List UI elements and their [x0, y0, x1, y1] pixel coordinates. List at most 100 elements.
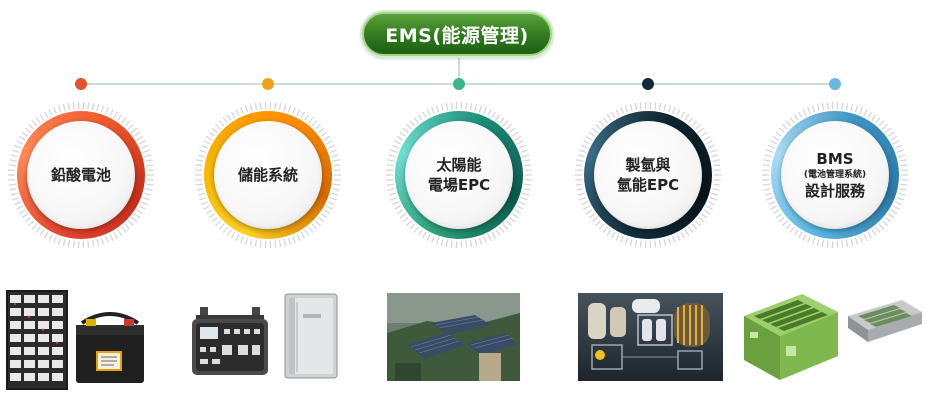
tick-mark [323, 209, 331, 215]
tick-mark [764, 192, 772, 196]
tick-mark [144, 192, 152, 196]
tick-mark [483, 235, 487, 243]
tick-mark [878, 223, 885, 230]
ems-title-pill[interactable]: EMS(能源管理) [362, 12, 552, 56]
tick-mark [426, 109, 431, 116]
tick-mark [48, 234, 53, 241]
tick-mark [18, 135, 26, 141]
node-dot-hydrogen [642, 78, 654, 90]
tick-mark [35, 117, 41, 124]
tick-mark [128, 220, 134, 227]
tick-mark [28, 123, 34, 130]
tick-mark [199, 149, 207, 154]
tick-mark [898, 154, 906, 158]
tick-mark [215, 123, 221, 130]
node-title: 儲能系統 [237, 166, 298, 184]
tick-mark [48, 109, 53, 116]
node-solar[interactable]: 太陽能 電場EPC [384, 100, 534, 250]
ems-title: EMS(能源管理) [385, 24, 529, 47]
tick-mark [863, 234, 868, 241]
tick-mark [31, 223, 38, 230]
tick-mark [579, 149, 587, 154]
tick-mark [325, 205, 333, 210]
tick-mark [230, 111, 236, 119]
tick-mark [197, 192, 205, 196]
tick-mark [713, 164, 721, 167]
tick-mark [487, 109, 492, 116]
tick-mark [304, 114, 310, 121]
tick-mark [672, 107, 676, 115]
tick-mark [624, 237, 629, 245]
tick-mark [867, 111, 873, 119]
tick-mark [328, 144, 335, 149]
tick-mark [315, 123, 321, 130]
tick-mark [244, 105, 249, 113]
tick-mark [850, 238, 854, 246]
tick-mark [882, 220, 888, 227]
tick-mark [28, 220, 34, 227]
tick-mark [300, 231, 306, 239]
tick-mark [138, 140, 146, 145]
node-subtitle: (電池管理系統) [803, 170, 867, 180]
tick-mark [394, 140, 402, 145]
tick-mark [440, 104, 444, 112]
tick-mark [96, 238, 100, 246]
tick-mark [602, 117, 608, 124]
tick-mark [18, 209, 26, 215]
tick-mark [10, 192, 18, 196]
tick-mark [230, 231, 236, 239]
node-lead-acid[interactable]: 鉛酸電池 [6, 100, 156, 250]
tick-mark [10, 154, 18, 158]
tick-mark [701, 131, 708, 137]
tick-mark [772, 209, 780, 215]
tick-mark [695, 220, 701, 227]
node-bms[interactable]: BMS (電池管理系統) 設計服務 [760, 100, 910, 250]
tick-mark [311, 223, 318, 230]
tick-mark [816, 238, 820, 246]
tick-mark [863, 109, 868, 116]
tick-mark [793, 229, 799, 236]
tick-mark [226, 114, 232, 121]
tick-mark [87, 240, 90, 248]
tick-mark [388, 154, 396, 158]
tick-mark [691, 223, 698, 230]
tick-mark [595, 220, 601, 227]
tick-mark [778, 127, 785, 134]
tick-mark [392, 144, 399, 149]
tick-mark [850, 104, 854, 112]
tick-mark [841, 240, 844, 248]
tick-mark [254, 102, 258, 111]
tick-mark [331, 192, 339, 196]
tick-mark [12, 149, 20, 154]
tick-mark [131, 127, 138, 134]
node-label-circle: 儲能系統 [214, 121, 322, 229]
node-title-line2: 設計服務 [804, 182, 865, 200]
tick-mark [506, 220, 512, 227]
tick-mark [67, 102, 71, 111]
tick-mark [121, 226, 127, 233]
tick-mark [445, 102, 449, 111]
tick-mark [208, 131, 215, 137]
tick-mark [890, 209, 898, 215]
tick-mark [296, 234, 301, 241]
tick-mark [797, 111, 803, 119]
tick-mark [450, 102, 453, 110]
tick-mark [413, 226, 419, 233]
tick-mark [124, 223, 131, 230]
tick-mark [259, 240, 262, 248]
tick-mark [205, 209, 213, 215]
tick-mark [386, 164, 394, 167]
tick-mark [512, 213, 519, 219]
tick-mark [196, 159, 204, 162]
tick-mark [203, 140, 211, 145]
tick-mark [283, 238, 287, 246]
tick-mark [465, 240, 468, 248]
node-hydrogen[interactable]: 製氫與 氫能EPC [573, 100, 723, 250]
tick-mark [311, 120, 318, 127]
tick-mark [487, 234, 492, 241]
tick-mark [816, 104, 820, 112]
tick-mark [624, 105, 629, 113]
node-storage[interactable]: 儲能系統 [193, 100, 343, 250]
tick-mark [195, 183, 203, 186]
tick-mark [100, 237, 105, 245]
